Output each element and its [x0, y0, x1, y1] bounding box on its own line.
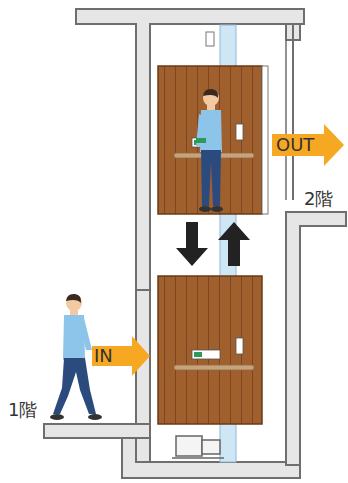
elevator-car-lower: [158, 276, 262, 424]
out-arrow: [272, 124, 344, 166]
out-label: OUT: [276, 136, 314, 154]
elevator-car-upper: [158, 66, 268, 214]
person-upper: [196, 89, 223, 212]
down-arrow: [176, 222, 208, 266]
up-arrow: [218, 222, 250, 266]
in-arrow: [92, 336, 150, 376]
in-label: IN: [94, 347, 113, 365]
building-walls: [44, 9, 346, 478]
floor-label: 1階: [8, 401, 37, 419]
floor-label: 2階: [304, 190, 333, 208]
drive-machine: [172, 436, 224, 458]
